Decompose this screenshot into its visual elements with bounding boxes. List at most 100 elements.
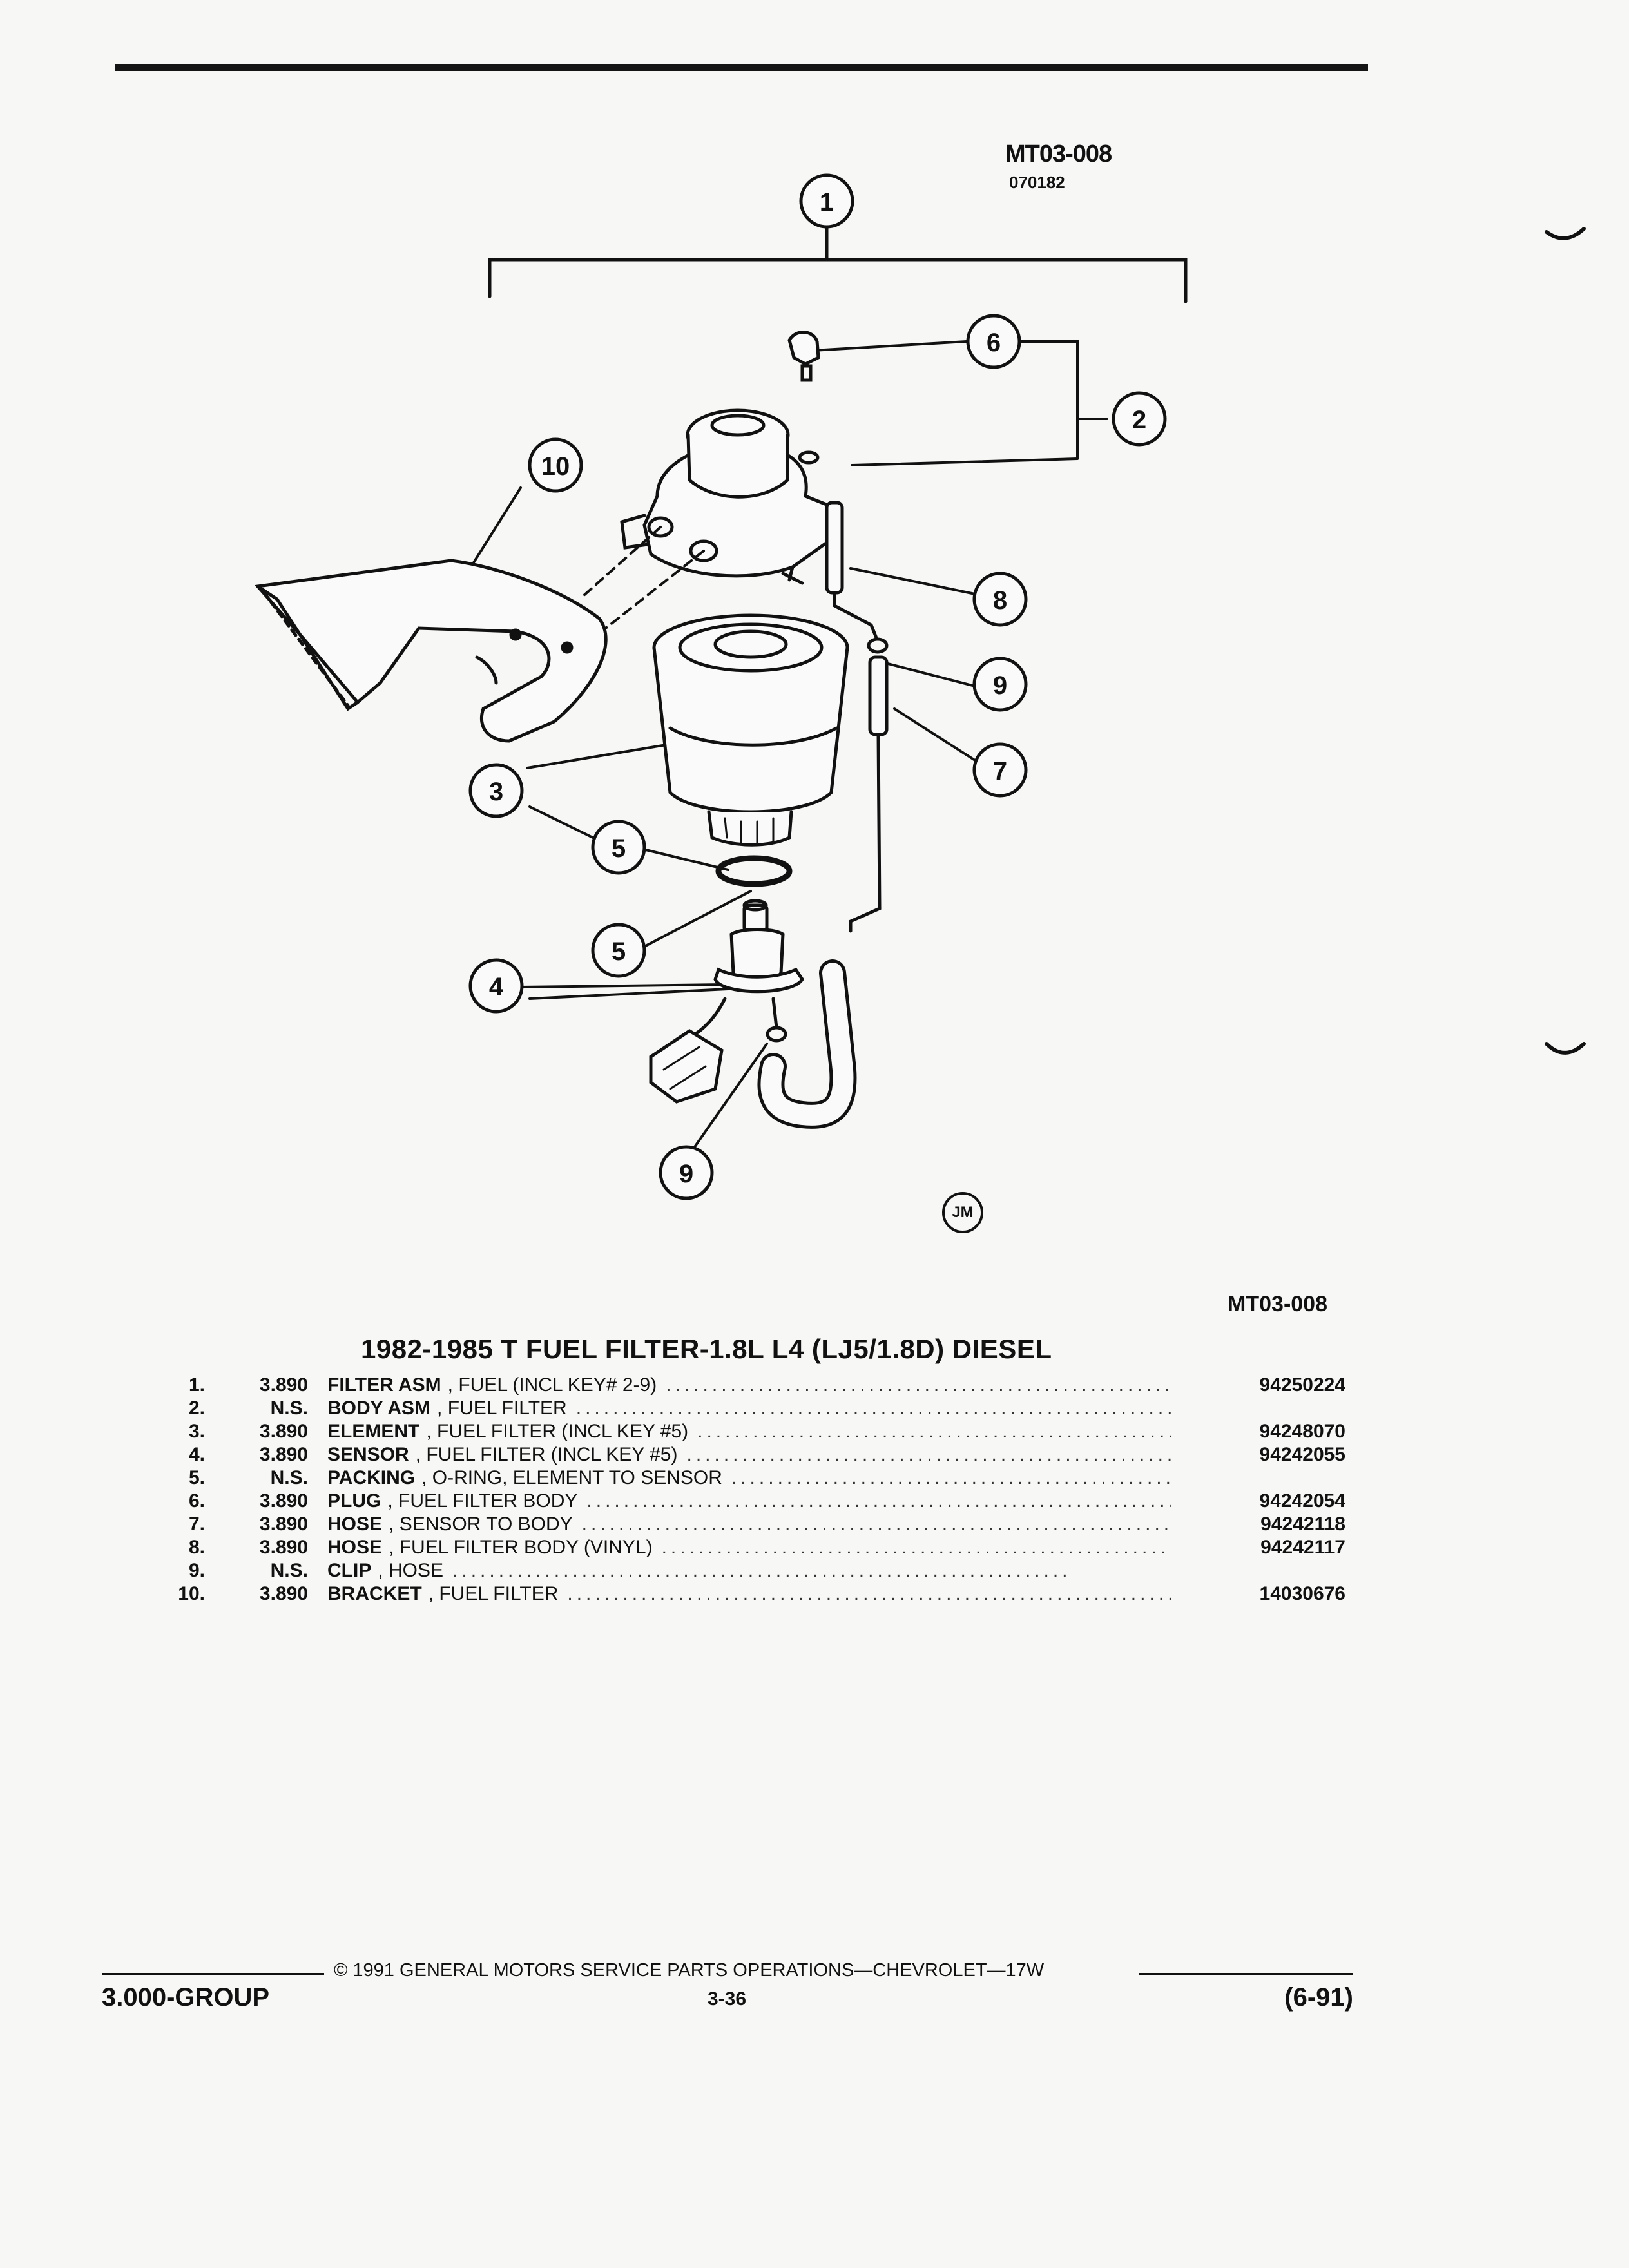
o-ring [715,855,793,887]
part-number: 94242054 [1259,1490,1345,1512]
table-code: MT03-008 [1228,1292,1327,1316]
item-number: 10. [178,1583,205,1604]
mounting-bracket [255,559,608,743]
part-detail: , FUEL FILTER BODY [387,1490,578,1512]
group-number: N.S. [270,1398,308,1419]
footer-group-label: 3.000-GROUP [102,1983,270,2012]
dot-leader: ........................................… [567,1583,1171,1604]
callout-10-label: 10 [541,452,570,481]
parts-row: 3. 3.890 ELEMENT, FUEL FILTER (INCL KEY … [155,1420,1366,1443]
figure-code: MT03-008 [1005,140,1112,168]
part-name: ELEMENT [327,1421,420,1442]
item-number: 3. [188,1421,205,1442]
part-number: 94242117 [1260,1537,1345,1558]
callout-6-label: 6 [987,329,1001,357]
parts-row: 4. 3.890 SENSOR , FUEL FILTER (INCL KEY #… [155,1443,1366,1466]
part-detail: , SENSOR TO BODY [389,1514,573,1535]
dot-leader: ........................................… [586,1490,1171,1512]
callout-7-circle [972,742,1028,798]
callout-4-label: 4 [489,973,504,1001]
item-number: 2. [188,1398,205,1419]
parts-row: 9. N.S. CLIP, HOSE......................… [155,1559,1366,1582]
callout-5a-label: 5 [612,834,626,863]
part-detail: , HOSE [378,1560,444,1581]
part-name: CLIP [327,1560,372,1581]
part-number: 14030676 [1259,1583,1345,1604]
part-detail: , FUEL FILTER (INCL KEY #5) [426,1421,689,1442]
callout-2-label: 2 [1132,406,1146,434]
group-number: 3.890 [259,1490,308,1512]
part-description: PLUG , FUEL FILTER BODY..................… [327,1490,1171,1513]
binding-marks [1545,227,1586,1055]
footer-rule-right [1139,1973,1353,1975]
part-detail: , O-RING, ELEMENT TO SENSOR [421,1467,722,1488]
parts-row: 2. N.S. BODY ASM, FUEL FILTER...........… [155,1397,1366,1420]
callout-1-circle [799,173,854,229]
item-number: 9. [188,1560,205,1581]
footer-date: (6-91) [1284,1983,1353,2012]
part-description: HOSE , SENSOR TO BODY....................… [327,1513,1171,1536]
table-title: 1982-1985 T FUEL FILTER-1.8L L4 (LJ5/1.8… [361,1334,1052,1364]
callout-10-circle [528,437,583,493]
group-number: 3.890 [259,1537,308,1558]
sensor-part [649,899,804,1104]
callout-3-circle [468,763,524,818]
callout-4-circle [468,958,524,1014]
part-detail: , FUEL FILTER [428,1583,559,1604]
dot-leader: ........................................… [581,1514,1171,1535]
callout-9b-label: 9 [679,1160,693,1188]
callout-9b-circle [659,1145,714,1200]
callout-2-circle [1112,391,1167,447]
part-number: 94248070 [1259,1421,1345,1442]
dot-leader: ........................................… [731,1467,1171,1488]
dot-leader: ........................................… [575,1398,1171,1419]
part-description: FILTER ASM, FUEL (INCL KEY# 2-9)........… [327,1374,1171,1397]
exploded-view-illustration: 1 2 3 4 5 5 6 7 8 9 9 10 [255,173,1586,1200]
part-description: ELEMENT, FUEL FILTER (INCL KEY #5)......… [327,1420,1171,1443]
plug-part [787,331,820,465]
callout-1-label: 1 [820,188,834,216]
hoses [757,501,889,1129]
item-number: 4. [188,1444,205,1465]
dot-leader: ........................................… [686,1444,1171,1465]
callout-markers [468,173,1167,1200]
part-name: SENSOR [327,1444,409,1465]
item-number: 7. [188,1514,205,1535]
part-detail: , FUEL FILTER BODY (VINYL) [389,1537,653,1558]
group-number: N.S. [270,1467,308,1488]
part-name: PLUG [327,1490,381,1512]
part-number: 94242118 [1260,1514,1345,1535]
part-name: HOSE [327,1514,383,1535]
part-description: PACKING, O-RING, ELEMENT TO SENSOR......… [327,1466,1171,1490]
callout-5b-label: 5 [612,937,626,966]
callout-3-label: 3 [489,778,503,806]
parts-row: 7. 3.890 HOSE, SENSOR TO BODY...........… [155,1513,1366,1536]
group-number: 3.890 [259,1583,308,1604]
callout-7-label: 7 [993,757,1007,785]
callout-5a-circle [591,820,646,875]
part-description: BRACKET , FUEL FILTER....................… [327,1582,1171,1606]
item-number: 8. [188,1537,205,1558]
callout-5b-circle [591,923,646,978]
part-name: BRACKET [327,1583,422,1604]
parts-list: 1. 3.890 FILTER ASM, FUEL (INCL KEY# 2-9… [155,1374,1366,1606]
dot-leader: ........................................… [666,1374,1171,1396]
part-name: PACKING [327,1467,416,1488]
part-detail: , FUEL FILTER [437,1398,567,1419]
group-number: 3.890 [259,1444,308,1465]
parts-row: 1. 3.890 FILTER ASM, FUEL (INCL KEY# 2-9… [155,1374,1366,1397]
figure-date-code: 070182 [1009,173,1065,192]
part-detail: , FUEL FILTER (INCL KEY #5) [415,1444,678,1465]
dot-leader: ........................................… [661,1537,1171,1558]
callout-6-circle [966,314,1021,369]
footer-rule-left [102,1973,324,1975]
item-number: 5. [188,1467,205,1488]
assembly-bracket-line [488,226,1188,303]
parts-row: 10. 3.890 BRACKET , FUEL FILTER..........… [155,1582,1366,1606]
part-number: 94250224 [1259,1374,1345,1396]
part-description: CLIP, HOSE..............................… [327,1559,1171,1582]
callout-8-label: 8 [993,586,1007,615]
item-number: 1. [188,1374,205,1396]
leader-lines [459,340,1108,1148]
artist-mark: JM [942,1192,983,1233]
